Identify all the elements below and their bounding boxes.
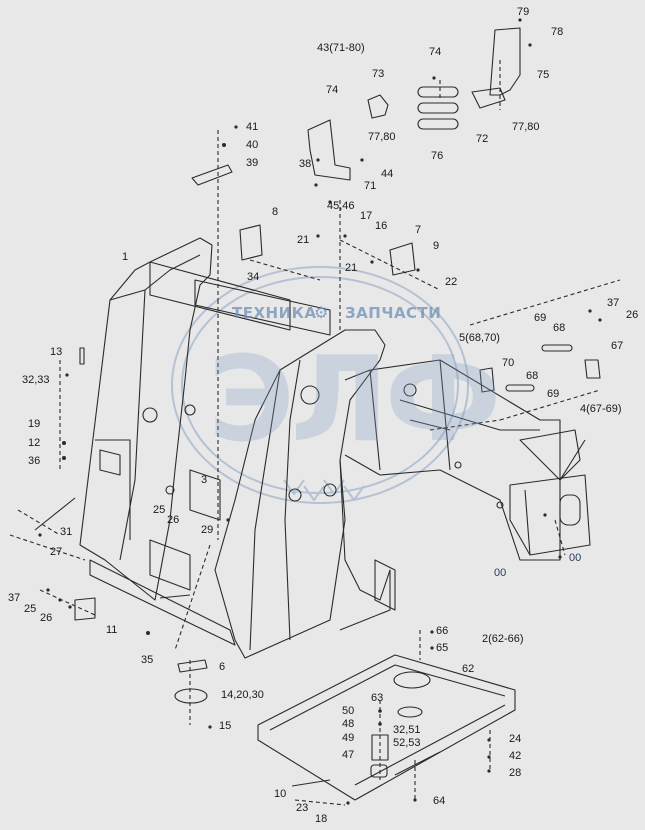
part-label: 47 [342, 749, 355, 761]
watermark-logo [171, 266, 469, 504]
part-label: 39 [246, 157, 259, 169]
assembly-label: 5(68,70) [459, 332, 500, 344]
part-label: 15 [219, 720, 232, 732]
part-label: 32,51 [393, 724, 421, 736]
part-label: 14,20,30 [221, 689, 264, 701]
part-label: 67 [611, 340, 624, 352]
part-label: 1 [122, 251, 129, 263]
part-label: 69 [534, 312, 547, 324]
part-label: 37 [8, 592, 21, 604]
part-label: 66 [436, 625, 449, 637]
part-label: 12 [28, 437, 41, 449]
part-label: 25 [153, 504, 166, 516]
assembly-label: 4(67-69) [580, 403, 622, 415]
part-label: 27 [50, 546, 63, 558]
part-label: 24 [509, 733, 522, 745]
part-label: 64 [433, 795, 446, 807]
watermark-big-text: ЭЛФ [208, 330, 502, 468]
part-label: 76 [431, 150, 444, 162]
assembly-lines [9, 60, 621, 806]
watermark-right-text: ЗАПЧАСТИ [345, 304, 442, 322]
part-label: 26 [40, 612, 53, 624]
part-label: 68 [526, 370, 539, 382]
part-label: 40 [246, 139, 259, 151]
fastener-dots [38, 18, 602, 805]
part-label: 77,80 [512, 121, 540, 133]
part-label: 70 [502, 357, 515, 369]
loader-frame [79, 237, 591, 659]
part-label: 32,33 [22, 374, 50, 386]
part-label: 37 [607, 297, 620, 309]
part-label: 29 [201, 524, 214, 536]
part-label: 62 [462, 663, 475, 675]
part-label: 34 [247, 271, 260, 283]
part-label: 19 [28, 418, 41, 430]
part-label: 11 [106, 624, 118, 636]
part-label: 21 [297, 234, 310, 246]
part-label: 69 [547, 388, 560, 400]
part-label: 3 [201, 474, 208, 486]
part-label: 63 [371, 692, 384, 704]
part-label: 77,80 [368, 131, 396, 143]
gear-icon: ⚙ [314, 305, 329, 322]
part-label: 48 [342, 718, 355, 730]
part-label: 00 [569, 552, 582, 564]
part-label: 26 [167, 514, 180, 526]
belly-pan [257, 654, 516, 801]
part-label: 75 [537, 69, 550, 81]
part-label: 6 [219, 661, 226, 673]
part-label: 17 [360, 210, 373, 222]
part-label: 79 [517, 6, 530, 18]
part-label: 00 [494, 567, 507, 579]
part-label: 7 [415, 224, 422, 236]
part-label: 22 [445, 276, 458, 288]
part-label: 49 [342, 732, 355, 744]
small-parts [34, 27, 601, 787]
part-label: 31 [60, 526, 73, 538]
part-label: 36 [28, 455, 41, 467]
part-label: 38 [299, 158, 312, 170]
part-label: 72 [476, 133, 489, 145]
part-label: 68 [553, 322, 566, 334]
part-label: 16 [375, 220, 388, 232]
part-label: 73 [372, 68, 385, 80]
part-label: 44 [381, 168, 394, 180]
part-label: 78 [551, 26, 564, 38]
part-label: 9 [433, 240, 440, 252]
part-label: 23 [296, 802, 309, 814]
part-label: 21 [345, 262, 358, 274]
part-label: 50 [342, 705, 355, 717]
assembly-label: 2(62-66) [482, 633, 524, 645]
part-label: 25 [24, 603, 37, 615]
part-label: 28 [509, 767, 522, 779]
assembly-label: 43(71-80) [317, 42, 365, 54]
watermark-left-text: ТЕХНИКА [232, 304, 317, 322]
part-label: 74 [326, 84, 339, 96]
part-label: 13 [50, 346, 63, 358]
part-label: 35 [141, 654, 154, 666]
part-label: 65 [436, 642, 449, 654]
part-label: 26 [626, 309, 639, 321]
part-label: 18 [315, 813, 328, 825]
part-label: 8 [272, 206, 279, 218]
part-label: 42 [509, 750, 522, 762]
part-label: 71 [364, 180, 377, 192]
part-label: 74 [429, 46, 442, 58]
part-label: 41 [246, 121, 259, 133]
part-label: 10 [274, 788, 287, 800]
part-label: 52,53 [393, 737, 421, 749]
part-label: 45,46 [327, 200, 355, 212]
